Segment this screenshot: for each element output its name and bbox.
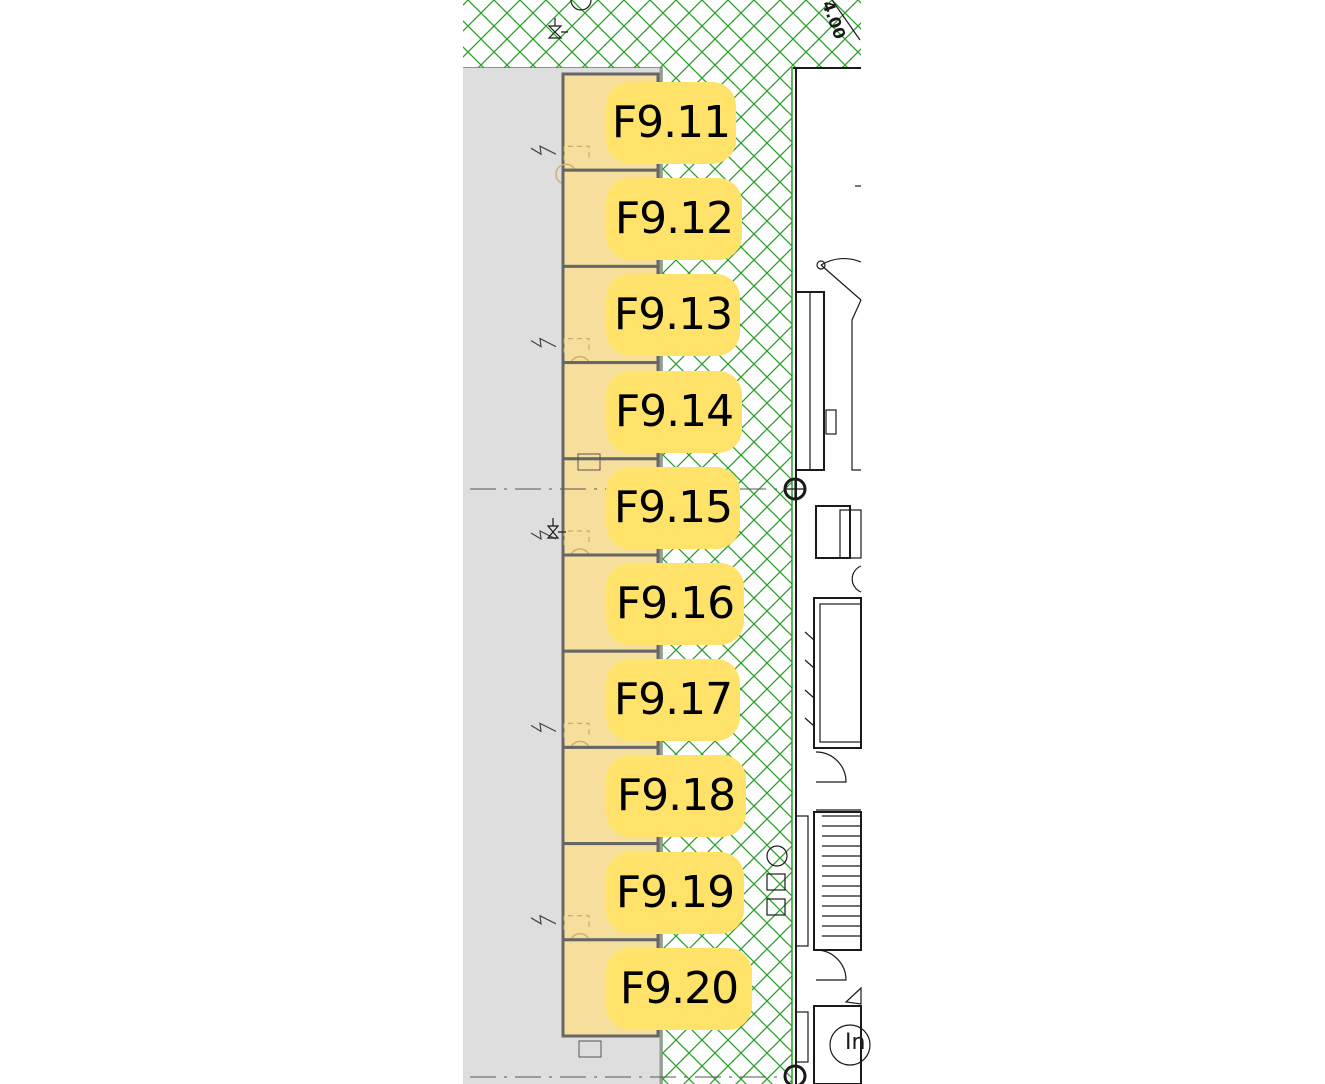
valve-icon-middle bbox=[546, 518, 566, 539]
hatched-zone-top bbox=[463, 0, 861, 68]
electric-outlet-icon bbox=[530, 337, 557, 348]
fire-square-icon-2 bbox=[766, 898, 786, 916]
stall-label-badge[interactable]: F9.18 bbox=[606, 755, 746, 838]
stall-label-badge[interactable]: F9.20 bbox=[606, 947, 752, 1030]
stall-label-badge[interactable]: F9.14 bbox=[606, 370, 742, 453]
stall-label-badge[interactable]: F9.11 bbox=[606, 82, 736, 164]
fire-circle-icon bbox=[766, 845, 788, 867]
connector-box-outline bbox=[563, 338, 590, 353]
stall-label-badge[interactable]: F9.13 bbox=[606, 274, 740, 357]
building-edge bbox=[783, 67, 871, 1084]
fire-square-icon-1 bbox=[766, 873, 786, 891]
stall-label-badge[interactable]: F9.19 bbox=[606, 851, 744, 934]
electric-box-icon bbox=[578, 1040, 602, 1058]
electric-outlet-icon bbox=[530, 145, 557, 156]
connector-box-outline bbox=[563, 722, 590, 738]
stall-label-badge[interactable]: F9.15 bbox=[606, 466, 740, 549]
fire-symbols bbox=[766, 845, 788, 916]
column-marker-bottom bbox=[783, 1064, 807, 1084]
connector-box-outline bbox=[563, 145, 590, 161]
stall-label-badge[interactable]: F9.17 bbox=[606, 659, 740, 742]
room-label: In bbox=[845, 1030, 866, 1055]
stall-label-badge[interactable]: F9.12 bbox=[606, 178, 742, 261]
connector-box-outline bbox=[563, 530, 590, 545]
electric-outlet-icon bbox=[530, 914, 557, 925]
stall-label-badge[interactable]: F9.16 bbox=[606, 563, 744, 645]
top-details bbox=[547, 0, 861, 41]
electric-outlet-icon bbox=[530, 529, 557, 541]
valve-icon bbox=[547, 18, 568, 39]
electric-box-icon bbox=[577, 453, 601, 471]
connector-box-outline bbox=[563, 915, 590, 930]
electric-outlet-icon bbox=[530, 722, 557, 733]
